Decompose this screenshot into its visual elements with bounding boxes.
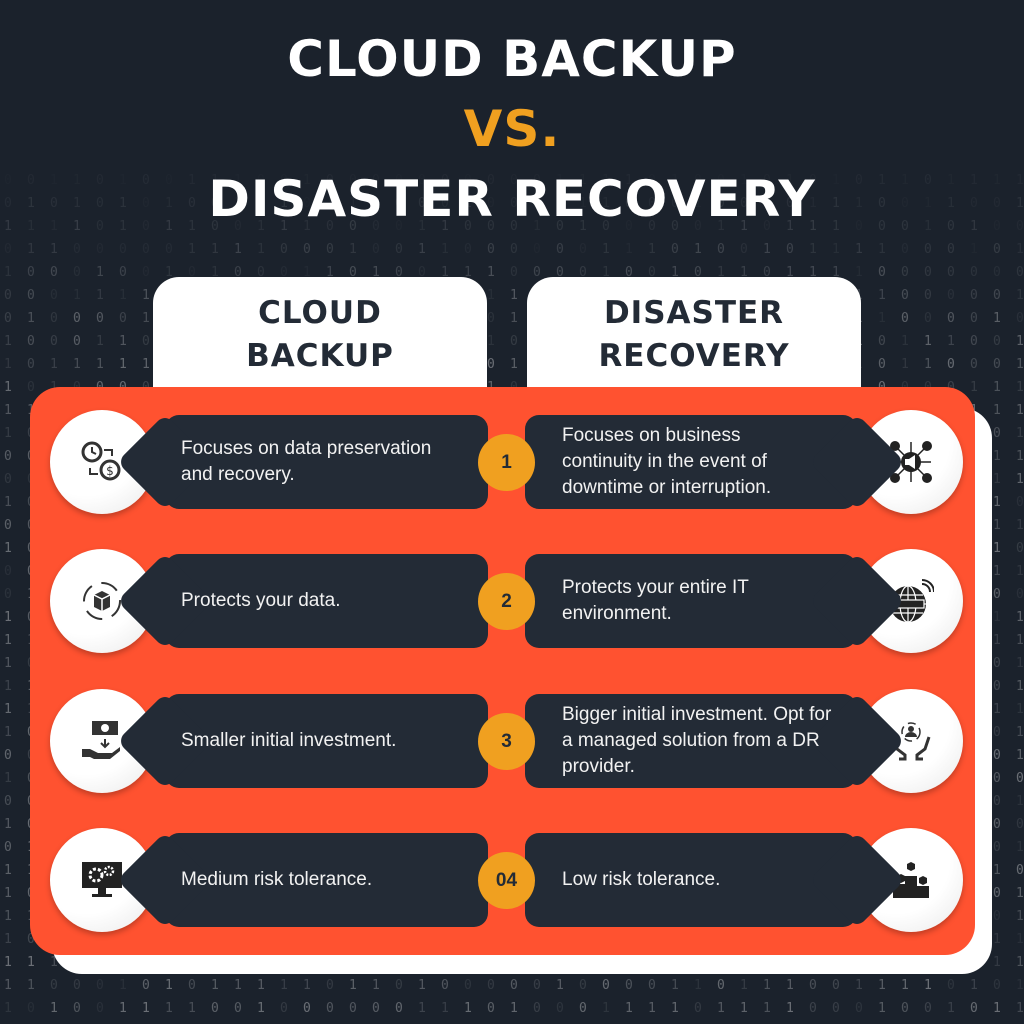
cloud-backup-cell: Protects your data. <box>165 554 488 648</box>
comparison-row: Smaller initial investment. 3 Bigger ini… <box>0 689 1024 793</box>
cell-text: Bigger initial investment. Opt for a man… <box>562 704 832 777</box>
cloud-backup-cell: Medium risk tolerance. <box>165 833 488 927</box>
cell-text: Protects your entire IT environment. <box>562 577 749 624</box>
row-number-badge: 1 <box>478 434 535 491</box>
cell-text: Low risk tolerance. <box>562 869 721 890</box>
column-header-line: CLOUD <box>258 295 382 331</box>
comparison-row: Medium risk tolerance. 04 Low risk toler… <box>0 828 1024 932</box>
cell-text: Medium risk tolerance. <box>181 869 373 890</box>
cell-text: Smaller initial investment. <box>181 730 397 751</box>
disaster-recovery-cell: Focuses on business continuity in the ev… <box>525 415 857 509</box>
cell-text: Protects your data. <box>181 590 341 611</box>
cloud-backup-cell: Smaller initial investment. <box>165 694 488 788</box>
row-number-badge: 2 <box>478 573 535 630</box>
disaster-recovery-cell: Bigger initial investment. Opt for a man… <box>525 694 857 788</box>
row-number-badge: 3 <box>478 713 535 770</box>
title-line-1: CLOUD BACKUP <box>287 30 737 88</box>
disaster-recovery-cell: Protects your entire IT environment. <box>525 554 857 648</box>
title-vs: VS. <box>463 100 561 158</box>
comparison-row: Protects your data. 2 Protects your enti… <box>0 549 1024 653</box>
column-header-cloud-backup: CLOUD BACKUP <box>153 277 487 397</box>
comparison-row: $ Focuses on data preservation and recov… <box>0 410 1024 514</box>
cloud-backup-cell: Focuses on data preservation and recover… <box>165 415 488 509</box>
row-number-badge: 04 <box>478 852 535 909</box>
title-line-3: DISASTER RECOVERY <box>208 170 816 228</box>
cell-text: Focuses on business continuity in the ev… <box>562 425 772 498</box>
svg-text:$: $ <box>106 464 114 478</box>
cell-text: Focuses on data preservation and recover… <box>181 438 432 485</box>
column-header-line: RECOVERY <box>598 338 790 374</box>
disaster-recovery-cell: Low risk tolerance. <box>525 833 857 927</box>
column-header-line: DISASTER <box>603 295 785 331</box>
column-header-line: BACKUP <box>246 338 394 374</box>
column-header-disaster-recovery: DISASTER RECOVERY <box>527 277 861 397</box>
